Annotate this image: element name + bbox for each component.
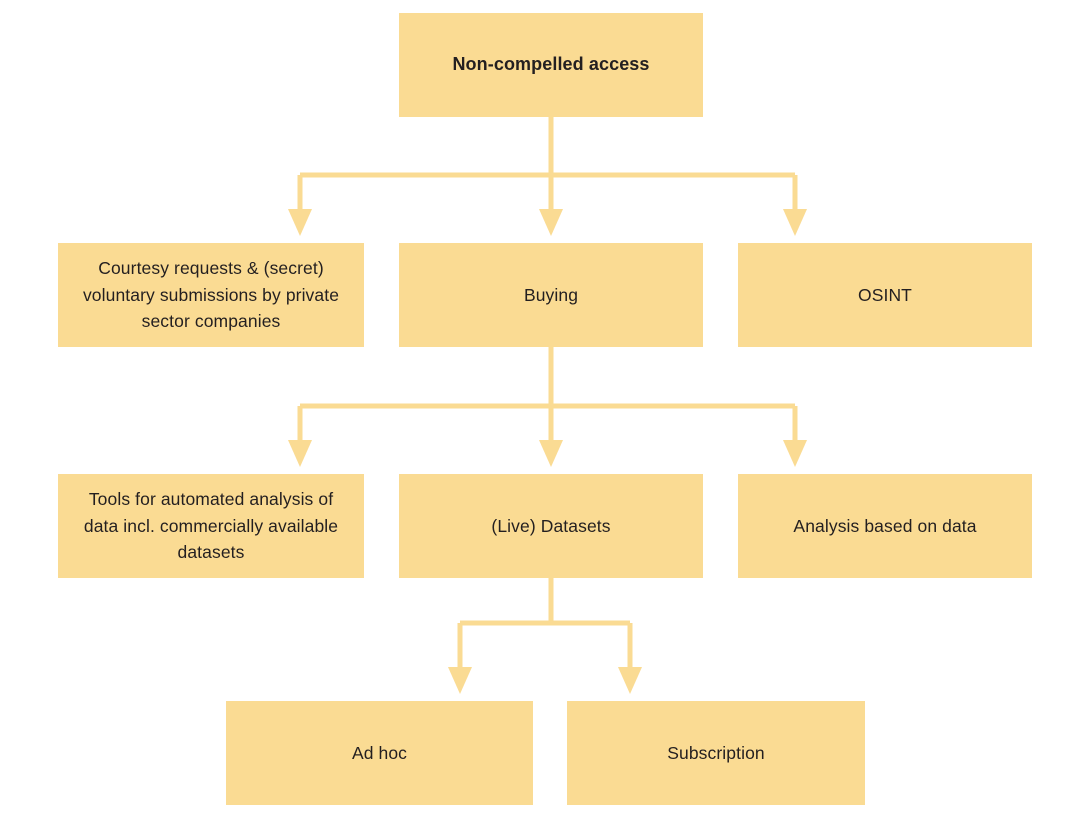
arrowhead-root-to-osint: [783, 209, 807, 236]
node-label: Subscription: [667, 742, 765, 763]
node-label: Analysis based on data: [793, 515, 977, 536]
node-label: Non-compelled access: [452, 54, 650, 75]
arrowhead-buying-to-tools: [288, 440, 312, 467]
node-subscription[interactable]: Subscription: [567, 701, 865, 805]
node-label: Courtesy requests & (secret) voluntary s…: [82, 258, 340, 332]
node-label: Tools for automated analysis of data inc…: [83, 489, 339, 563]
arrowhead-buying-to-datasets: [539, 440, 563, 467]
arrowhead-datasets-to-adhoc: [448, 667, 472, 694]
arrowhead-root-to-buying: [539, 209, 563, 236]
node-courtesy-requests[interactable]: Courtesy requests & (secret) voluntary s…: [58, 243, 364, 347]
arrowhead-datasets-to-subscription: [618, 667, 642, 694]
node-analysis-based-on-data[interactable]: Analysis based on data: [738, 474, 1032, 578]
arrowhead-buying-to-analysis: [783, 440, 807, 467]
node-tools-for-automated-analysis[interactable]: Tools for automated analysis of data inc…: [58, 474, 364, 578]
node-live-datasets[interactable]: (Live) Datasets: [399, 474, 703, 578]
node-label: Buying: [523, 284, 579, 305]
node-label: (Live) Datasets: [491, 515, 611, 536]
node-buying[interactable]: Buying: [399, 243, 703, 347]
node-label: OSINT: [858, 284, 912, 305]
node-osint[interactable]: OSINT: [738, 243, 1032, 347]
node-label: Ad hoc: [351, 742, 408, 763]
node-ad-hoc[interactable]: Ad hoc: [226, 701, 533, 805]
arrowhead-root-to-courtesy: [288, 209, 312, 236]
node-non-compelled-access[interactable]: Non-compelled access: [399, 13, 703, 117]
